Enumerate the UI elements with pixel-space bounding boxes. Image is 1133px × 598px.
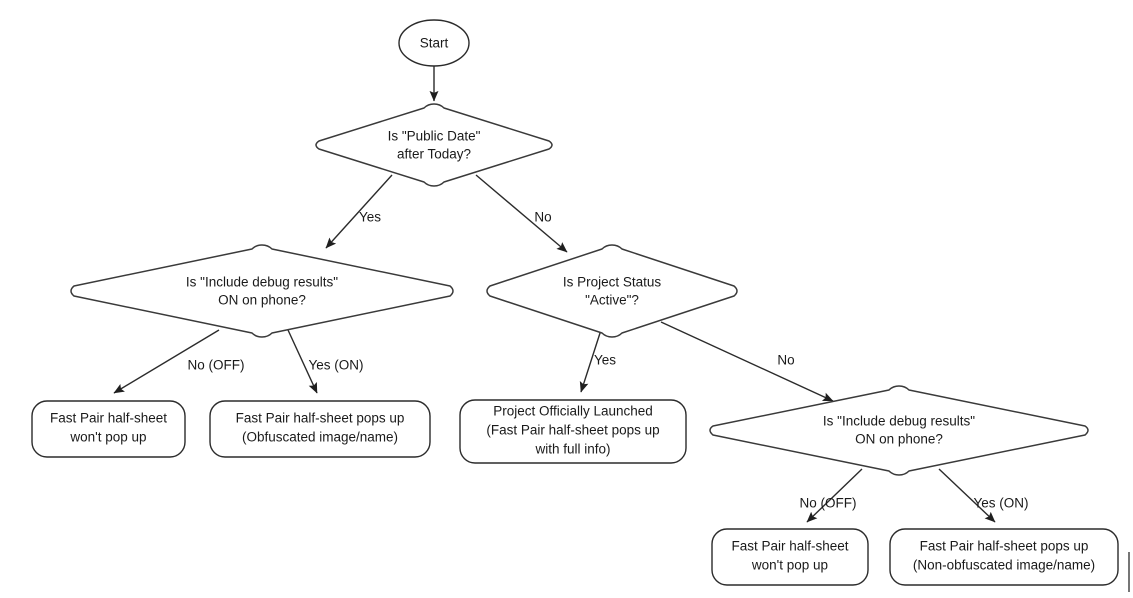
edge-label-debug-right-on: Yes (ON) <box>973 496 1028 511</box>
node-decision-debug-left[interactable]: Is "Include debug results" ON on phone? <box>70 244 454 338</box>
left-on-line1: Fast Pair half-sheet pops up <box>236 411 405 426</box>
public-date-line2: after Today? <box>397 147 471 162</box>
start-label: Start <box>420 36 449 51</box>
right-on-line1: Fast Pair half-sheet pops up <box>920 539 1089 554</box>
edge-debug-left-off <box>113 329 220 394</box>
launched-line3: with full info) <box>534 442 610 457</box>
debug-left-diamond <box>70 244 454 338</box>
edge-label-debug-left-on: Yes (ON) <box>308 358 363 373</box>
launched-line2: (Fast Pair half-sheet pops up <box>486 423 659 438</box>
node-outcome-launched[interactable]: Project Officially Launched (Fast Pair h… <box>459 399 687 464</box>
right-off-line2: won't pop up <box>751 558 828 573</box>
edge-project-status-yes <box>579 329 602 393</box>
left-off-line1: Fast Pair half-sheet <box>50 411 167 426</box>
node-start[interactable]: Start <box>398 19 470 67</box>
right-off-box <box>711 528 869 586</box>
edge-label-debug-left-off: No (OFF) <box>188 358 245 373</box>
edge-debug-left-on <box>287 329 318 394</box>
left-on-box <box>209 400 431 458</box>
project-status-diamond <box>486 244 738 338</box>
edges-layer: Yes No No (OFF) Yes (ON) Yes No No (OFF)… <box>113 66 1029 523</box>
right-off-line1: Fast Pair half-sheet <box>731 539 848 554</box>
edge-label-project-status-no: No <box>777 353 794 368</box>
debug-left-line2: ON on phone? <box>218 293 306 308</box>
launched-box <box>459 399 687 464</box>
edge-label-public-date-no: No <box>534 210 551 225</box>
project-status-line2: "Active"? <box>585 293 639 308</box>
edge-label-debug-right-off: No (OFF) <box>800 496 857 511</box>
node-outcome-right-off[interactable]: Fast Pair half-sheet won't pop up <box>711 528 869 586</box>
left-off-box <box>31 400 186 458</box>
debug-right-line1: Is "Include debug results" <box>823 414 975 429</box>
edge-debug-right-on <box>938 468 996 523</box>
node-outcome-left-on[interactable]: Fast Pair half-sheet pops up (Obfuscated… <box>209 400 431 458</box>
right-on-line2: (Non-obfuscated image/name) <box>913 558 1095 573</box>
left-on-line2: (Obfuscated image/name) <box>242 430 398 445</box>
debug-right-line2: ON on phone? <box>855 432 943 447</box>
left-off-line2: won't pop up <box>69 430 146 445</box>
edge-public-date-no <box>475 174 568 253</box>
debug-left-line1: Is "Include debug results" <box>186 275 338 290</box>
right-on-box <box>889 528 1119 586</box>
launched-line1: Project Officially Launched <box>493 404 653 419</box>
edge-debug-right-off <box>806 468 863 523</box>
start-ellipse <box>398 19 470 67</box>
project-status-line1: Is Project Status <box>563 275 662 290</box>
node-decision-public-date[interactable]: Is "Public Date" after Today? <box>315 103 553 187</box>
debug-right-diamond <box>709 385 1089 476</box>
edge-label-public-date-yes: Yes <box>359 210 381 225</box>
public-date-line1: Is "Public Date" <box>388 129 481 144</box>
node-outcome-right-on[interactable]: Fast Pair half-sheet pops up (Non-obfusc… <box>889 528 1119 586</box>
edge-label-project-status-yes: Yes <box>594 353 616 368</box>
node-outcome-left-off[interactable]: Fast Pair half-sheet won't pop up <box>31 400 186 458</box>
node-decision-project-status[interactable]: Is Project Status "Active"? <box>486 244 738 338</box>
edge-public-date-yes <box>325 174 393 249</box>
node-decision-debug-right[interactable]: Is "Include debug results" ON on phone? <box>709 385 1089 476</box>
edge-project-status-no <box>660 321 834 402</box>
public-date-diamond <box>315 103 553 187</box>
